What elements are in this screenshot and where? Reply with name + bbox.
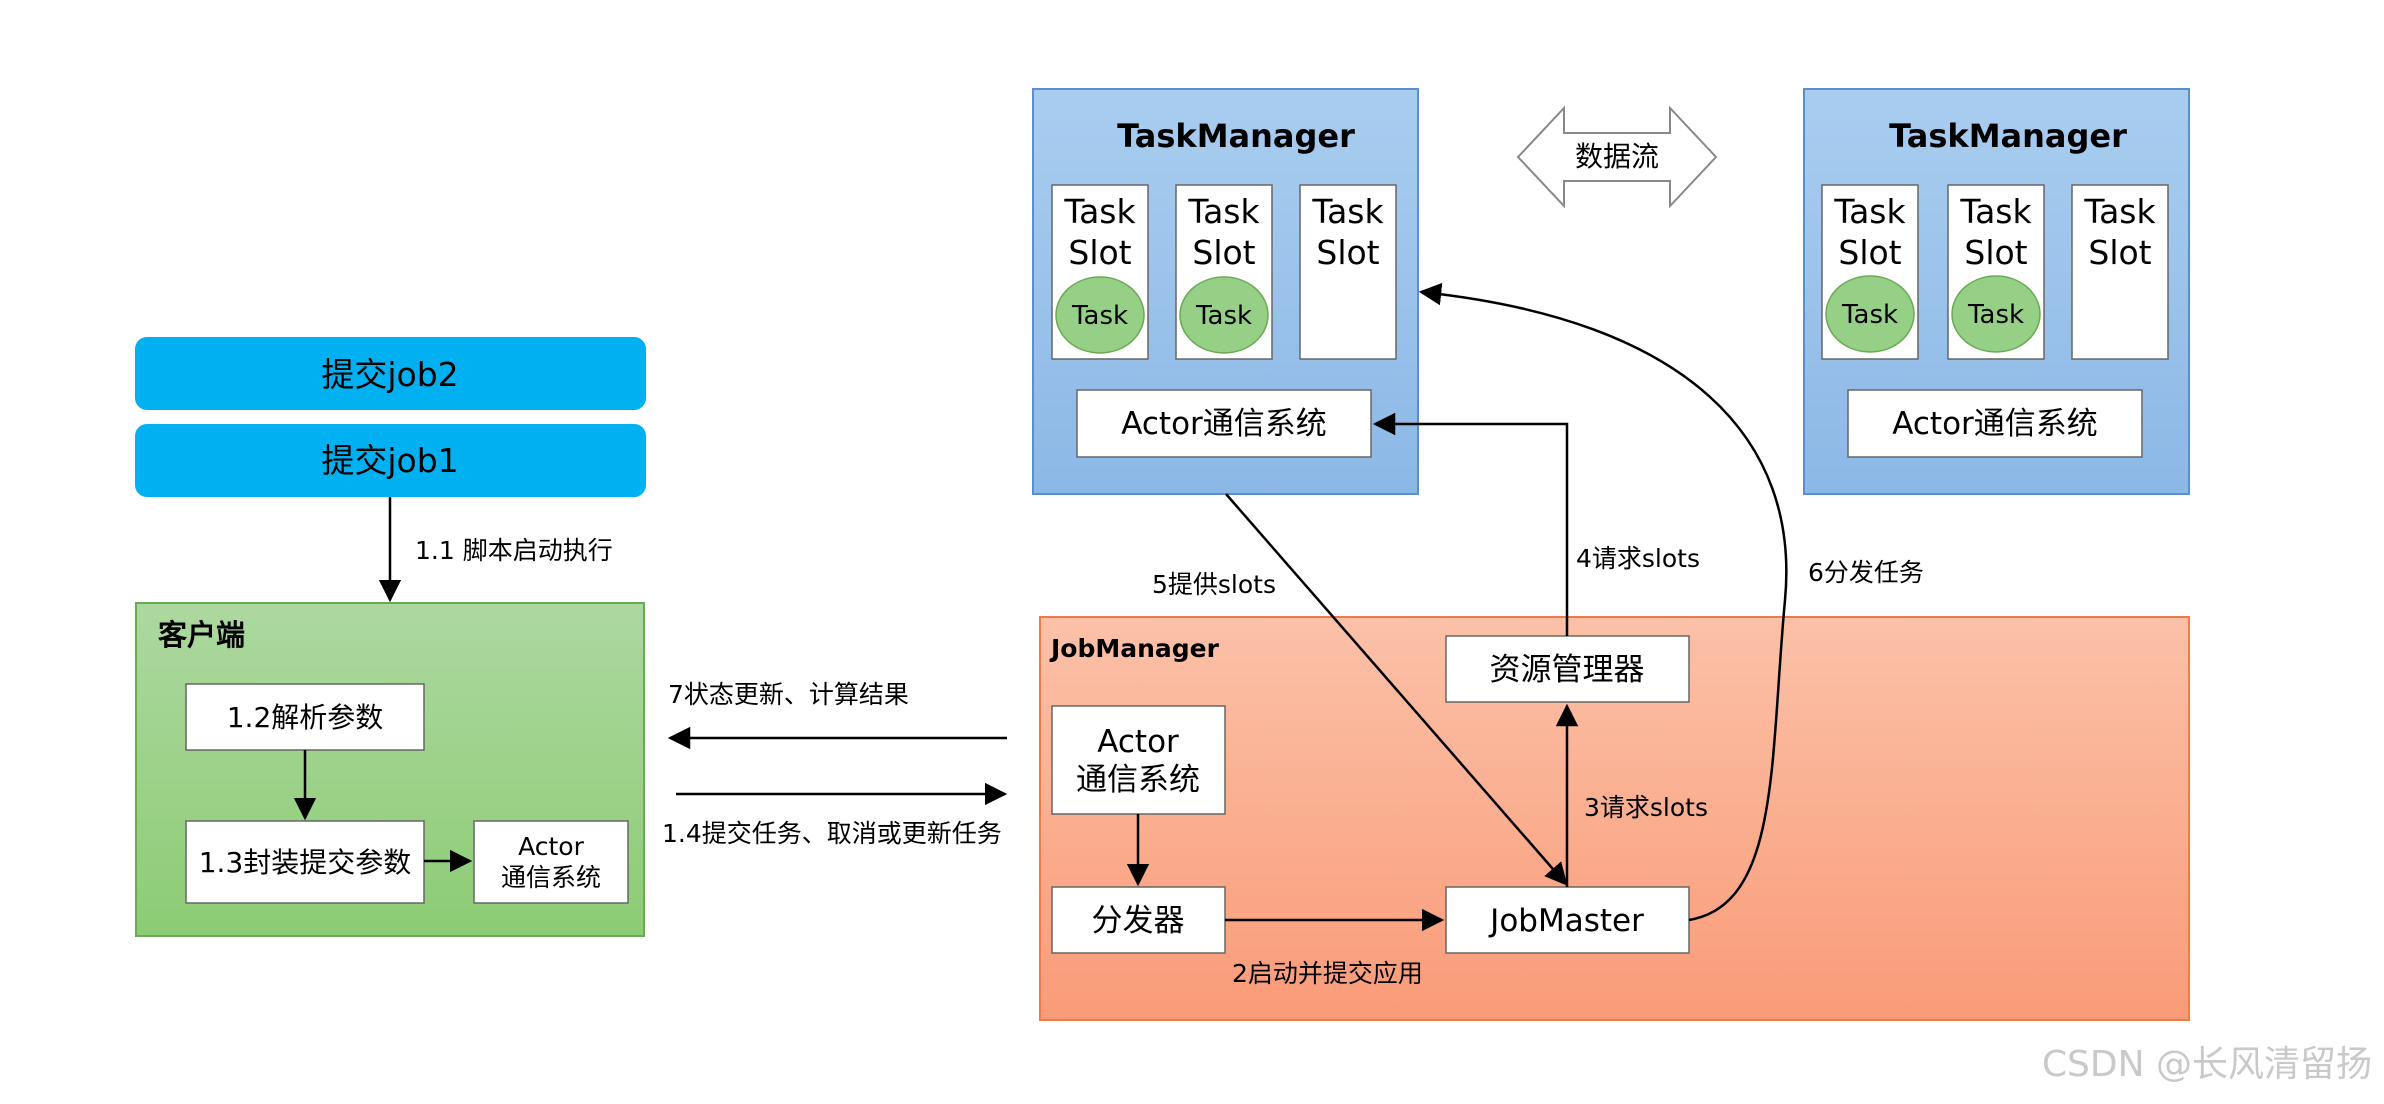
launch-label: 1.1 脚本启动执行 bbox=[415, 536, 613, 565]
resource-manager-box: 资源管理器 bbox=[1445, 635, 1690, 703]
client-actor-line1: Actor bbox=[518, 832, 585, 861]
package-params-box: 1.3封装提交参数 bbox=[185, 820, 425, 904]
taskmanager-left: TaskManager Task Slot Task Task Slot Tas… bbox=[1032, 88, 1419, 495]
task-slot: Task Slot Task bbox=[1821, 184, 1919, 360]
task-slot-line2: Slot bbox=[1964, 233, 2027, 272]
taskmanager-right: TaskManager Task Slot Task Task Slot Tas… bbox=[1803, 88, 2190, 495]
dispatch-task-label: 6分发任务 bbox=[1808, 558, 1924, 587]
taskmanager-left-actor-box: Actor通信系统 bbox=[1076, 389, 1372, 458]
jobmaster-box: JobMaster bbox=[1445, 886, 1690, 954]
task-circle bbox=[1179, 276, 1269, 354]
watermark: CSDN @长风清留扬 bbox=[2042, 1044, 2372, 1085]
provide-slots-arrow bbox=[1225, 493, 1568, 886]
task-slot: Task Slot Task bbox=[1051, 184, 1149, 360]
status-update-label: 7状态更新、计算结果 bbox=[668, 680, 909, 709]
task-circle-label: Task bbox=[1071, 301, 1128, 331]
task-slot-line2: Slot bbox=[1316, 233, 1379, 272]
client-actor-line2: 通信系统 bbox=[501, 863, 601, 892]
task-circle bbox=[1825, 275, 1915, 353]
taskmanager-left-actor-label: Actor通信系统 bbox=[1121, 406, 1327, 442]
dispatcher-box: 分发器 bbox=[1051, 886, 1226, 954]
parse-params-box: 1.2解析参数 bbox=[185, 683, 425, 751]
task-slot-line1: Task bbox=[1959, 192, 2032, 231]
task-slot-line1: Task bbox=[1187, 192, 1260, 231]
task-circle-label: Task bbox=[1967, 300, 2024, 330]
taskmanager-right-actor-box: Actor通信系统 bbox=[1847, 389, 2143, 458]
jobmanager-container: JobManager Actor 通信系统 分发器 2启动并提交应用 资源管理器… bbox=[1039, 616, 2190, 1021]
task-circle bbox=[1055, 276, 1145, 354]
client-title: 客户端 bbox=[158, 618, 245, 652]
provide-slots-label: 5提供slots bbox=[1152, 570, 1276, 599]
client-container: 客户端 1.2解析参数 1.3封装提交参数 Actor 通信系统 bbox=[135, 602, 645, 937]
start-submit-label: 2启动并提交应用 bbox=[1232, 959, 1423, 988]
taskmanager-right-actor-label: Actor通信系统 bbox=[1892, 406, 2098, 442]
task-slot-line1: Task bbox=[1311, 192, 1384, 231]
jobmanager-actor-box: Actor 通信系统 bbox=[1051, 705, 1226, 815]
submit-job1-bar: 提交job1 bbox=[135, 424, 646, 497]
submit-task-label: 1.4提交任务、取消或更新任务 bbox=[662, 819, 1002, 848]
task-slot-line1: Task bbox=[2083, 192, 2156, 231]
taskmanager-left-title: TaskManager bbox=[1117, 117, 1355, 155]
task-circle bbox=[1951, 275, 2041, 353]
submit-job1-label: 提交job1 bbox=[321, 441, 458, 480]
dispatch-task-arrow bbox=[1418, 282, 1788, 922]
package-params-label: 1.3封装提交参数 bbox=[199, 846, 412, 879]
task-slot-line2: Slot bbox=[2088, 233, 2151, 272]
dispatcher-label: 分发器 bbox=[1092, 903, 1185, 939]
task-circle-label: Task bbox=[1841, 300, 1898, 330]
jobmanager-title: JobManager bbox=[1049, 634, 1220, 663]
resource-manager-label: 资源管理器 bbox=[1490, 652, 1645, 688]
task-slot-line1: Task bbox=[1063, 192, 1136, 231]
task-circle-label: Task bbox=[1195, 301, 1252, 331]
jobmaster-label: JobMaster bbox=[1488, 903, 1644, 939]
submit-job2-label: 提交job2 bbox=[321, 355, 458, 394]
dataflow-double-arrow: 数据流 bbox=[1516, 105, 1718, 209]
request-slots-4-label: 4请求slots bbox=[1576, 544, 1700, 573]
task-slot: Task Slot bbox=[2071, 184, 2169, 360]
client-actor-box: Actor 通信系统 bbox=[473, 820, 629, 904]
dataflow-label: 数据流 bbox=[1575, 140, 1659, 173]
task-slot-line2: Slot bbox=[1192, 233, 1255, 272]
task-slot: Task Slot bbox=[1299, 184, 1397, 360]
task-slot-line2: Slot bbox=[1838, 233, 1901, 272]
task-slot: Task Slot Task bbox=[1175, 184, 1273, 360]
parse-params-label: 1.2解析参数 bbox=[227, 701, 384, 734]
jobmanager-actor-line1: Actor bbox=[1097, 724, 1179, 760]
task-slot-line1: Task bbox=[1833, 192, 1906, 231]
task-slot: Task Slot Task bbox=[1947, 184, 2045, 360]
jobmanager-actor-line2: 通信系统 bbox=[1076, 762, 1200, 798]
task-slot-line2: Slot bbox=[1068, 233, 1131, 272]
taskmanager-right-title: TaskManager bbox=[1889, 117, 2127, 155]
request-slots-3-label: 3请求slots bbox=[1584, 793, 1708, 822]
resourcemanager-to-taskmanager-arrow bbox=[1372, 412, 1569, 636]
submit-job2-bar: 提交job2 bbox=[135, 337, 646, 410]
